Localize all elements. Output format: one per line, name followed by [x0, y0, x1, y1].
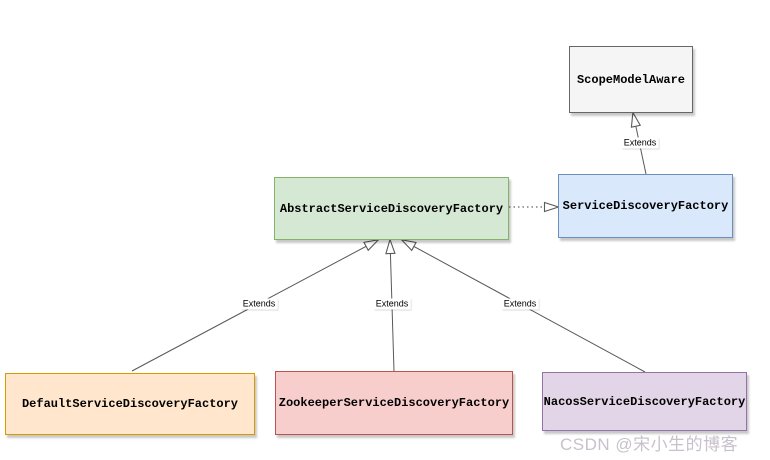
edge-label-extends-middle: Extends	[373, 298, 411, 310]
class-node-nacos-service-discovery-factory: NacosServiceDiscoveryFactory	[542, 372, 747, 431]
csdn-watermark: CSDN @宋小生的博客	[560, 435, 739, 454]
class-node-zookeeper-service-discovery-factory: ZookeeperServiceDiscoveryFactory	[275, 371, 513, 435]
class-node-abstract-service-discovery-factory: AbstractServiceDiscoveryFactory	[274, 177, 509, 240]
edge-label-extends-left: Extends	[240, 298, 278, 310]
class-node-service-discovery-factory: ServiceDiscoveryFactory	[558, 174, 733, 238]
class-name-label: ScopeModelAware	[576, 72, 686, 87]
class-name-label: DefaultServiceDiscoveryFactory	[21, 397, 239, 411]
edge-label-extends-right: Extends	[501, 298, 539, 310]
class-name-label: ZookeeperServiceDiscoveryFactory	[278, 396, 510, 410]
class-name-label: NacosServiceDiscoveryFactory	[543, 394, 746, 409]
class-name-label: AbstractServiceDiscoveryFactory	[279, 201, 504, 216]
class-name-label: ServiceDiscoveryFactory	[562, 199, 729, 213]
edge-label-extends-top: Extends	[621, 137, 659, 149]
class-node-scope-model-aware: ScopeModelAware	[569, 46, 693, 113]
class-node-default-service-discovery-factory: DefaultServiceDiscoveryFactory	[5, 373, 255, 435]
